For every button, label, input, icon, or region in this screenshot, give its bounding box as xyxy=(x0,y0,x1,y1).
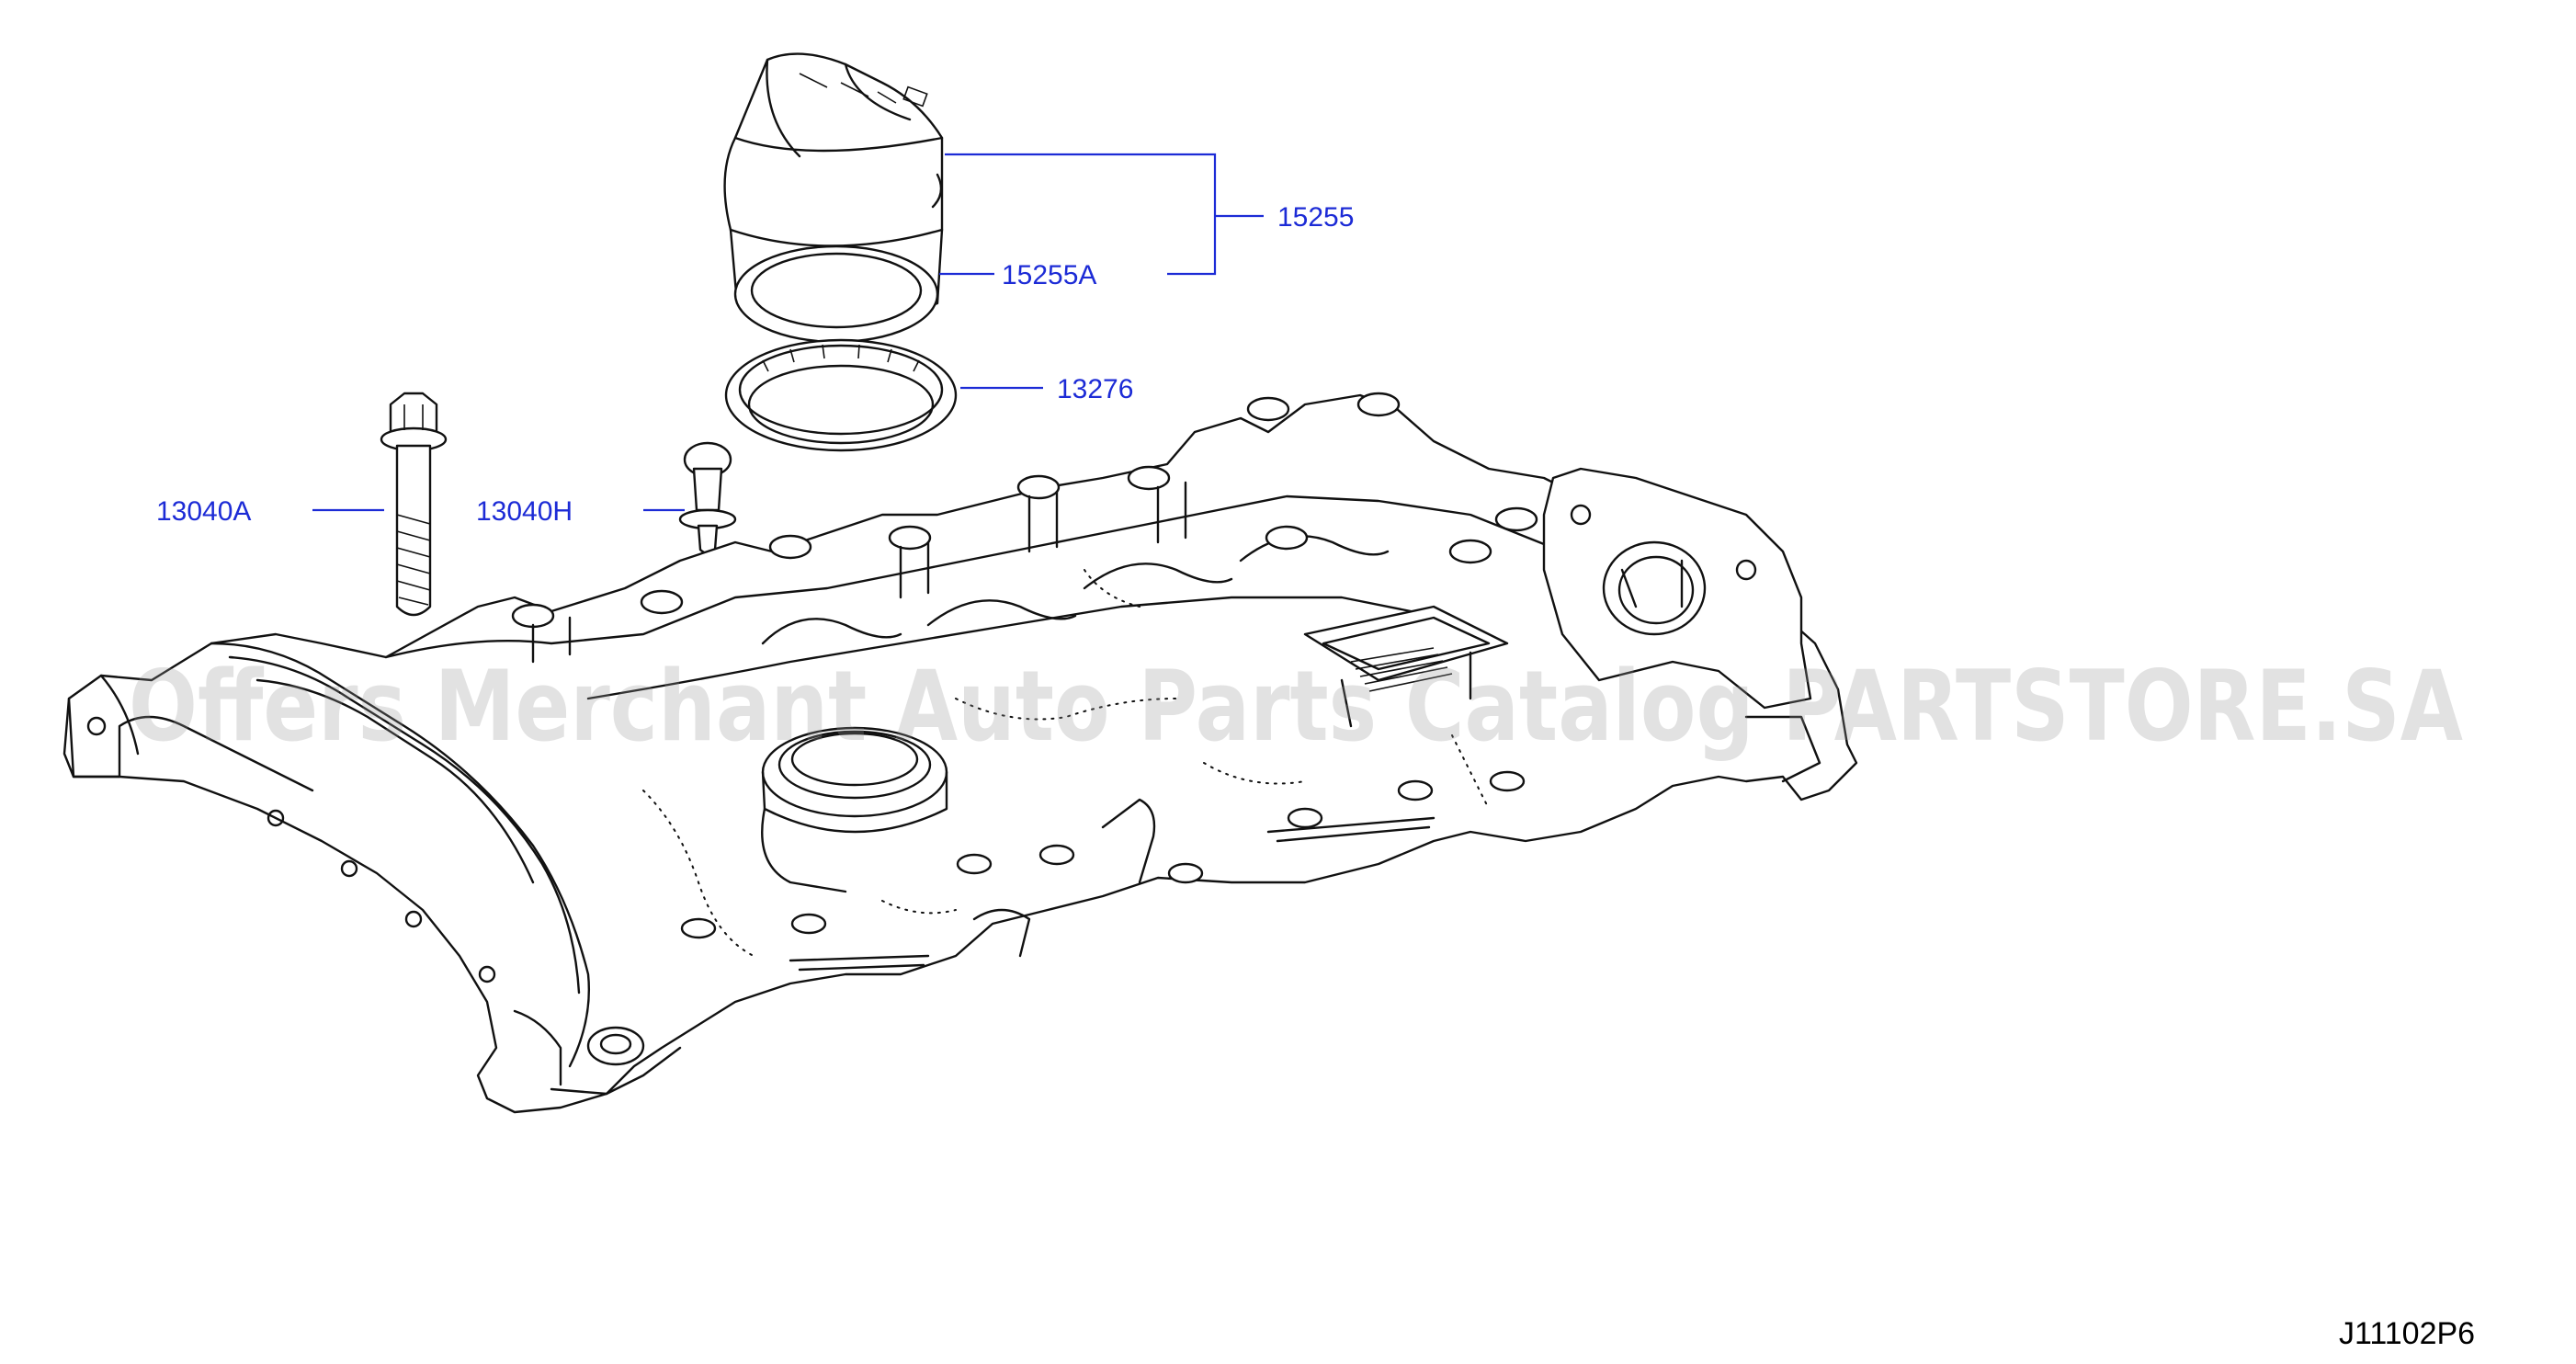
flange-bolt[interactable] xyxy=(380,392,448,617)
spark-plug-tubes xyxy=(531,481,1187,664)
ball-stud[interactable] xyxy=(678,441,737,555)
part-label-13040h[interactable]: 13040H xyxy=(476,496,573,527)
diagram-code: J11102P6 xyxy=(2339,1316,2475,1351)
bolt-posts-bottom xyxy=(680,770,1526,939)
part-label-15255[interactable]: 15255 xyxy=(1277,202,1354,233)
watermark-text: Offers Merchant Auto Parts Catalog PARTS… xyxy=(129,650,2463,763)
rocker-cover[interactable] xyxy=(62,392,1858,1114)
part-label-13040a[interactable]: 13040A xyxy=(156,496,251,527)
oil-filler-neck xyxy=(761,726,948,893)
part-label-15255a[interactable]: 15255A xyxy=(1002,260,1096,290)
part-label-13276[interactable]: 13276 xyxy=(1057,374,1133,404)
leader-lines xyxy=(312,153,1264,512)
part-labels: 15255 15255A 13276 13040A 13040H xyxy=(156,202,1354,527)
pcv-window xyxy=(1303,605,1509,728)
vacuum-pump-flange xyxy=(1542,467,1821,783)
gasket-ring[interactable] xyxy=(733,244,939,344)
seal-ring[interactable] xyxy=(724,338,958,452)
bolt-posts-top xyxy=(511,392,1538,629)
